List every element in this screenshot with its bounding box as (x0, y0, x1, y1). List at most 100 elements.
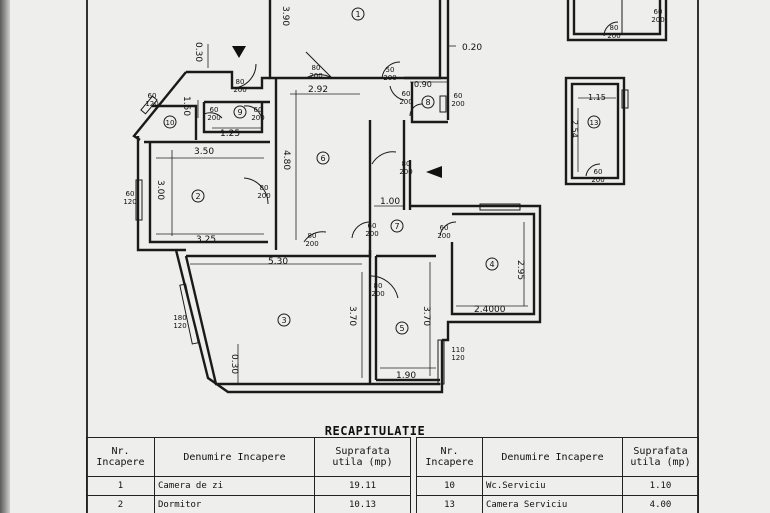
room-number-4: 4 (489, 260, 494, 269)
opening-width: 80 (610, 24, 619, 32)
window-height: 120 (123, 198, 136, 206)
dimension-label: 3.50 (194, 147, 214, 157)
windows (135, 89, 629, 385)
cell-name: Wc.Serviciu (482, 476, 623, 496)
table-row: 1 Camera de zi 19.11 10 Wc.Serviciu 1.10 (86, 476, 699, 496)
room-number-circles (163, 7, 601, 335)
cell-nr: 2 (86, 495, 155, 513)
opening-height: 200 (383, 74, 396, 82)
opening-width: 60 (402, 90, 411, 98)
opening-height: 200 (251, 114, 264, 122)
cell-area: 19.11 (314, 476, 411, 496)
dimension-label: 3.70 (347, 306, 357, 326)
window-height: 200 (451, 100, 464, 108)
window-height: 120 (451, 354, 464, 362)
dimension-label: 0.20 (462, 43, 482, 53)
dimension-label: 3.70 (421, 306, 431, 326)
dimension-label: 1.15 (588, 93, 606, 102)
opening-height: 200 (607, 32, 620, 40)
dimension-label: 2.92 (308, 85, 328, 95)
window-width: 60 (148, 92, 157, 100)
opening-width: 60 (440, 224, 449, 232)
room-number-1: 1 (355, 10, 360, 19)
opening-height: 200 (437, 232, 450, 240)
header-nr: Nr. Incapere (86, 437, 155, 477)
dimension-lines (156, 44, 616, 384)
opening-height: 200 (365, 230, 378, 238)
cell-name: Camera de zi (154, 476, 315, 496)
frame-border-left (86, 0, 88, 513)
opening-width: 80 (402, 160, 411, 168)
table-row: 2 Dormitor 10.13 13 Camera Serviciu 4.00 (86, 495, 699, 513)
scan-shadow-edge (0, 0, 10, 513)
cell-area: 1.10 (622, 476, 699, 496)
cell-area: 10.13 (314, 495, 411, 513)
frame-border-right (697, 0, 699, 513)
opening-width: 80 (260, 184, 269, 192)
dimension-label: 2.95 (515, 260, 525, 280)
opening-height: 200 (591, 176, 604, 184)
dimension-label: 1.50 (181, 96, 191, 116)
window-width: 110 (451, 346, 464, 354)
recap-header-row: Nr. Incapere Denumire Incapere Suprafata… (86, 437, 699, 477)
window-height: 120 (145, 100, 158, 108)
cell-nr: 1 (86, 476, 155, 496)
room-number-9: 9 (237, 108, 242, 117)
entrance-arrow-icon (232, 46, 246, 58)
header-area: Suprafata utila (mp) (622, 437, 699, 477)
opening-width: 50 (386, 66, 395, 74)
opening-width: 80 (312, 64, 321, 72)
opening-height: 200 (257, 192, 270, 200)
opening-height: 200 (305, 240, 318, 248)
opening-width: 80 (308, 232, 317, 240)
window-width: 60 (126, 190, 135, 198)
dimension-label: 0.30 (229, 354, 239, 374)
room-number-10: 10 (166, 119, 175, 127)
dimension-label: 1.00 (380, 197, 400, 207)
room-number-13: 13 (590, 119, 599, 127)
opening-width: 60 (254, 106, 263, 114)
window-width: 60 (454, 92, 463, 100)
opening-width: 60 (368, 222, 377, 230)
room-number-2: 2 (195, 192, 200, 201)
dimension-label: 2.4000 (474, 305, 506, 315)
dimension-label: 3.90 (280, 6, 290, 26)
cell-nr: 10 (416, 476, 483, 496)
door-swings (203, 21, 619, 299)
entrance-arrow-icon (426, 166, 442, 178)
opening-height: 200 (371, 290, 384, 298)
header-nr: Nr. Incapere (416, 437, 483, 477)
room-number-3: 3 (281, 316, 286, 325)
cell-nr: 13 (416, 495, 483, 513)
dimension-label: 1.90 (396, 371, 416, 381)
opening-width: 80 (374, 282, 383, 290)
cell-name: Dormitor (154, 495, 315, 513)
dimension-label: 0.30 (193, 42, 203, 62)
recap-table: Nr. Incapere Denumire Incapere Suprafata… (86, 437, 699, 513)
opening-height: 200 (207, 114, 220, 122)
dimension-label: 0.90 (414, 80, 432, 89)
opening-height: 200 (309, 72, 322, 80)
opening-height: 200 (399, 168, 412, 176)
header-name: Denumire Incapere (482, 437, 623, 477)
opening-width: 80 (236, 78, 245, 86)
opening-labels: 80 200 50 200 60 200 80 200 80 200 80 20… (123, 8, 664, 362)
room-number-6: 6 (320, 154, 325, 163)
room-number-5: 5 (399, 324, 404, 333)
window-height: 200 (651, 16, 664, 24)
cell-area: 4.00 (622, 495, 699, 513)
outer-walls (132, 0, 542, 394)
opening-width: 60 (210, 106, 219, 114)
dimension-label: 4.80 (281, 150, 291, 170)
window-width: 180 (173, 314, 186, 322)
dimension-label: 1.25 (220, 129, 240, 139)
room-number-8: 8 (425, 98, 430, 107)
opening-height: 200 (399, 98, 412, 106)
recap-title: RECAPITULATIE (324, 424, 426, 438)
header-name: Denumire Incapere (154, 437, 315, 477)
window-width: 60 (654, 8, 663, 16)
dimension-label: 5.30 (268, 257, 288, 267)
opening-width: 60 (594, 168, 603, 176)
